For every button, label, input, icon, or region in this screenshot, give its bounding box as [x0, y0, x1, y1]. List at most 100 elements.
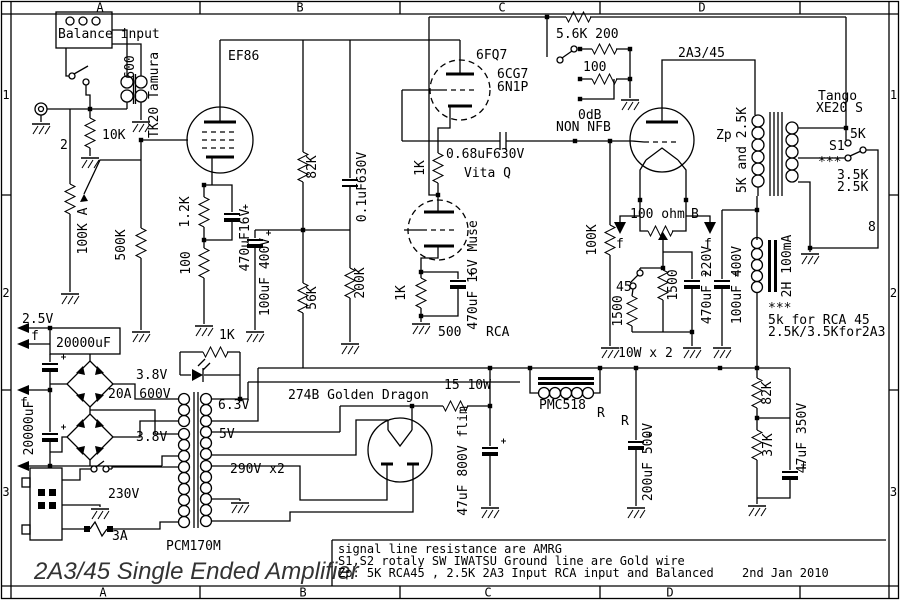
- s1-label: S1: [829, 139, 845, 154]
- v38b-label: 3.8V: [136, 430, 167, 445]
- 6fq7-triode-1: 6FQ7 6CG7 6N1P: [429, 48, 528, 121]
- mains-switch-icon: [90, 465, 98, 473]
- ground-icon: [90, 508, 110, 520]
- v290-label: 290V x2: [230, 462, 285, 477]
- grid-ref-top-a: A: [96, 1, 104, 15]
- r200k-label: 200K: [353, 267, 368, 298]
- grid-ref-top-d: D: [698, 1, 705, 15]
- psu-f2-label: f: [20, 396, 28, 411]
- filament-out-arrow-icon: [17, 385, 29, 395]
- nfb-non-label: NON NFB: [556, 120, 611, 135]
- 6fq7-label: 6FQ7: [476, 48, 507, 63]
- grid-stopper-10k: 10K: [80, 109, 126, 169]
- choke-2h-label: 2H 100mA: [780, 235, 795, 298]
- grid-ref-left-1: 1: [2, 88, 9, 102]
- ground-icon: [682, 347, 702, 359]
- r37k-label: 37K: [761, 433, 776, 457]
- ground-icon: [340, 343, 360, 355]
- r15-10w-label: 15 10W: [444, 378, 491, 393]
- grid-ref-bottom-a: A: [99, 586, 107, 600]
- r10k-label: 10K: [102, 128, 126, 143]
- reservoir-cap-icon: [480, 436, 508, 456]
- c-01uf-label: 0.1uF630V: [355, 152, 370, 223]
- grid-ref-right-3: 3: [890, 485, 897, 499]
- filament-arrow-icon: [704, 222, 716, 234]
- grid-ref-left-3: 3: [2, 485, 9, 499]
- nfb-network: 5.6K 200 100 0dB NON NFB: [429, 11, 846, 135]
- balance-input-label: Balance input: [58, 27, 160, 42]
- stars-note-1: 5k for RCA 45: [768, 313, 870, 328]
- r56k-label: 56K: [305, 286, 320, 310]
- r82k-div-label: 82K: [760, 381, 775, 405]
- fuse-rating-label: 3A: [112, 529, 128, 544]
- plate-choke-2h: 2H 100mA *** 5k for RCA 45 2.5K/3.5Kfor2…: [750, 235, 885, 368]
- volume-pot-100k: 100K A: [60, 109, 142, 305]
- tk20-transformer: [112, 29, 151, 133]
- v38a-label: 3.8V: [136, 368, 167, 383]
- page-title: 2A3/45 Single Ended Amplifier: [33, 558, 360, 585]
- ground-icon: [194, 325, 214, 337]
- ck-470uf-label: 470uF16V: [238, 209, 253, 272]
- 2a3-tube: 2A3/45: [629, 46, 725, 173]
- rk2-label: 1K: [394, 285, 409, 301]
- iec-inlet: [29, 467, 63, 541]
- filter-cap-icon: [40, 352, 68, 372]
- ground-icon: [600, 347, 620, 359]
- zp-values-label: 5K and 2.5K: [735, 107, 750, 193]
- v25-label: 2.5V: [22, 312, 53, 327]
- v63-label: 6.3V: [218, 398, 249, 413]
- nfb-0db-label: 0dB: [578, 108, 602, 123]
- vitaq-label: Vita Q: [464, 166, 511, 181]
- ground-icon: [411, 323, 431, 335]
- channel-2-label: 2: [60, 138, 68, 153]
- 6fq7-triode-2: [407, 199, 469, 261]
- ef86-label: EF86: [228, 49, 259, 64]
- ground-icon: [800, 253, 820, 265]
- c470-220v-label: 470uF 220V: [700, 246, 715, 324]
- r82k-label: 82K: [305, 155, 320, 179]
- pot-label: 100K A: [76, 207, 91, 254]
- 45-switch-icon: [636, 269, 644, 277]
- note-line-1: signal line resistance are AMRG: [338, 542, 562, 556]
- opt-model-label: XE20 S: [816, 101, 863, 116]
- r-mark-2: R: [621, 414, 629, 429]
- mains-input: 230V 3A: [21, 460, 178, 544]
- 6n1p-label: 6N1P: [497, 80, 528, 95]
- rect-tube-label: 274B Golden Dragon: [288, 388, 429, 403]
- bridge-rectifier-2: [66, 413, 114, 461]
- led-icon: [192, 358, 211, 382]
- pmc518-label: PMC518: [539, 398, 586, 413]
- hum-b-label: B: [691, 207, 699, 222]
- c47-800v-label: 47uF 800V flim: [456, 406, 471, 516]
- tap-35k-label: 3.5K: [837, 168, 868, 183]
- rk1-label: 1K: [413, 160, 428, 176]
- rk-1.2k-label: 1.2K: [178, 196, 193, 227]
- ground-icon: [620, 99, 640, 111]
- choke-pmc518: PMC518: [529, 368, 601, 413]
- c-100uf400v-label: 100uF 400V: [258, 238, 273, 316]
- rca-brand-label: RCA: [486, 325, 510, 340]
- pt-model-label: PCM170M: [166, 539, 221, 554]
- bridge-rating-label: 20A 600V: [108, 387, 171, 402]
- stars-note-2: 2.5K/3.5Kfor2A3: [768, 325, 885, 340]
- r100-label: 100: [179, 251, 194, 274]
- grid-ref-right-1: 1: [890, 88, 897, 102]
- nfb-r1-label: 5.6K 200: [556, 27, 619, 42]
- driver-stage-6fq7: 6FQ7 6CG7 6N1P 1K 1K 470uF 16V Muse 500 …: [394, 17, 632, 340]
- r-mark-1: R: [597, 406, 605, 421]
- speaker-8ohm-label: 8: [868, 220, 876, 235]
- r500k-label: 500K: [114, 229, 129, 260]
- stars-note-icon: ***: [768, 301, 791, 316]
- c200-500v-label: 200uF 500V: [641, 423, 656, 501]
- ground-icon: [747, 505, 767, 517]
- ground-icon: [245, 331, 265, 343]
- r1500a-label: 1500: [611, 295, 626, 326]
- input-select-switch: [65, 48, 91, 109]
- power-rating-label: 10W x 2: [618, 346, 673, 361]
- s1-tap-switch: [844, 139, 867, 162]
- c47-350v-label: 47uF 350V: [795, 403, 810, 474]
- c20000-1-label: 20000uF: [56, 336, 111, 351]
- note-line-2: S1,S2 rotaly SW IWATSU Ground line are G…: [338, 554, 685, 568]
- grid-ref-left-2: 2: [2, 286, 9, 300]
